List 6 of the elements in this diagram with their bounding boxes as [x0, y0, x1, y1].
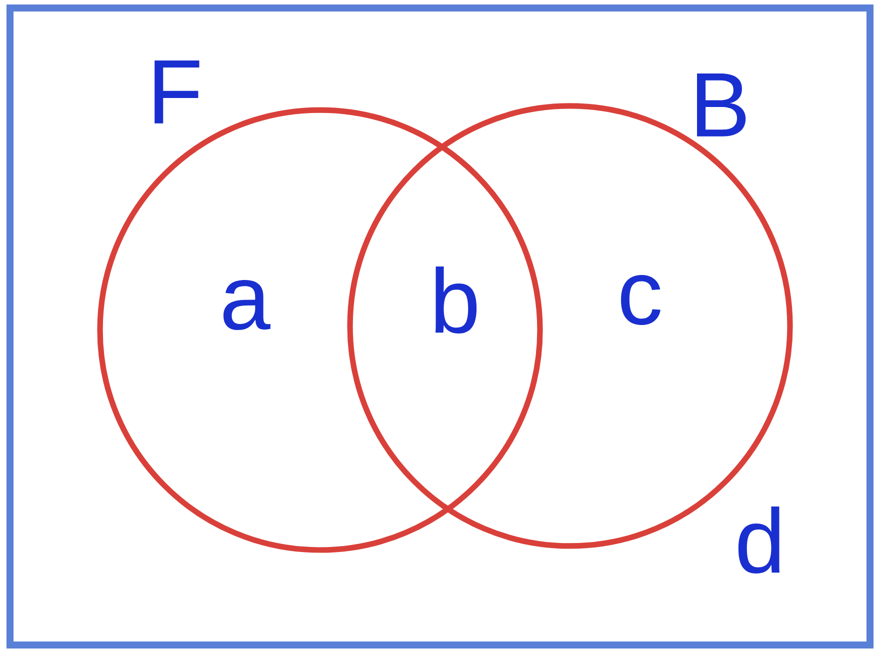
- region-label: b: [436, 266, 477, 334]
- set-label: F: [154, 60, 200, 124]
- set-label: d: [738, 506, 780, 574]
- set-label: c: [621, 274, 660, 326]
- set-label: B: [697, 74, 746, 136]
- set-label: a: [223, 280, 270, 330]
